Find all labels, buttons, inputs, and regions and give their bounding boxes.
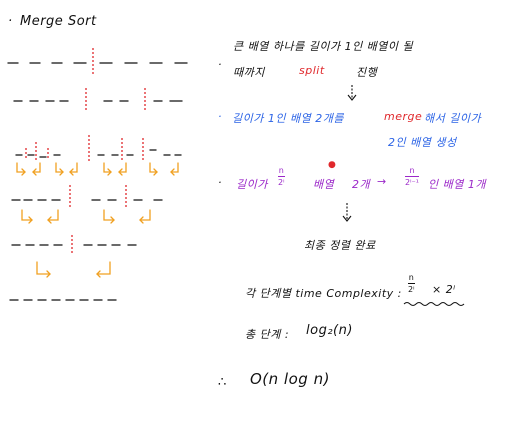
arrow-right: → [377, 175, 387, 188]
bullet-1: · [218, 58, 222, 71]
down-arrow-2 [342, 203, 352, 222]
line-3-merge: merge [384, 110, 423, 123]
line-3-b: 해서 길이가 [424, 112, 482, 125]
fraction-2-bar [405, 176, 419, 177]
title-bullet: · [8, 14, 13, 29]
line-2-prefix: 때까지 [233, 66, 265, 79]
line-7-times: × 2ⁱ [432, 283, 456, 296]
bullet-3: · [218, 176, 222, 189]
line-5-d: 인 배열 1개 [428, 178, 486, 191]
line-3-a: 길이가 1인 배열 2개를 [232, 112, 344, 125]
merge-arrows [16, 162, 179, 278]
fraction-2-numerator: n [409, 166, 415, 175]
fraction-numerator: n [278, 166, 284, 175]
line-8-a: 총 단계 : [245, 328, 290, 341]
line-2-split: split [299, 64, 325, 77]
merge-sort-diagram [7, 48, 188, 301]
line-5-b: 배열 [313, 178, 335, 191]
squiggle-underline [403, 302, 465, 306]
split-markers [25, 48, 146, 255]
line-6: 최종 정렬 완료 [304, 239, 376, 252]
line-8-b: log₂(n) [306, 323, 353, 338]
complexity-fraction-numerator: n [408, 273, 414, 282]
fraction-n-over-2i-minus-1: n 2ⁱ⁻¹ [405, 166, 419, 187]
row-3-elements [15, 149, 182, 158]
line-1: 큰 배열 하나를 길이가 1인 배열이 될 [233, 40, 414, 53]
complexity-fraction: n 2ⁱ [408, 273, 415, 294]
fraction-n-over-2i: n 2ⁱ [278, 166, 285, 187]
red-dot: ● [328, 160, 336, 170]
therefore-symbol: ∴ [218, 375, 227, 390]
merge-sort-title: Merge Sort [20, 14, 97, 29]
line-5-a: 길이가 [236, 178, 268, 191]
line-4: 2인 배열 생성 [388, 136, 457, 149]
final-complexity: O(n log n) [250, 370, 330, 388]
line-2-suffix: 진행 [356, 66, 378, 79]
complexity-fraction-bar [408, 283, 415, 284]
down-arrow-1 [347, 85, 357, 101]
fraction-denominator: 2ⁱ [278, 178, 285, 187]
bullet-2: · [218, 110, 222, 123]
fraction-2-denominator: 2ⁱ⁻¹ [405, 178, 419, 187]
line-7-a: 각 단계별 time Complexity : [245, 287, 402, 300]
complexity-fraction-denominator: 2ⁱ [408, 285, 415, 294]
line-5-c: 2개 [352, 178, 371, 191]
fraction-bar [278, 176, 285, 177]
